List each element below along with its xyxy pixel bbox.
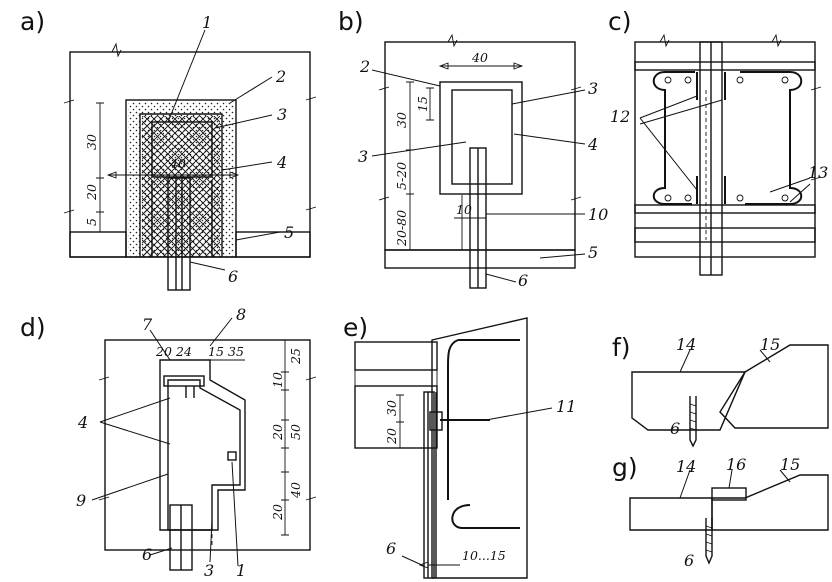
callout-e-11: 11 bbox=[556, 397, 576, 416]
dim-b-30: 30 bbox=[394, 112, 409, 128]
callout-a-4: 4 bbox=[276, 153, 287, 172]
callout-g-6: 6 bbox=[684, 551, 694, 570]
panel-b: b) 2 3 3 4 10 5 6 40 30 1 bbox=[338, 7, 608, 290]
panel-label-e: e) bbox=[343, 313, 368, 342]
dim-b-10: 10 bbox=[456, 202, 472, 217]
callout-g-14: 14 bbox=[676, 457, 696, 476]
callout-b-10: 10 bbox=[588, 205, 608, 224]
dim-d-20a: 20 bbox=[155, 344, 172, 359]
callout-f-15: 15 bbox=[760, 335, 780, 354]
callout-b-5: 5 bbox=[588, 243, 598, 262]
dim-a-5: 5 bbox=[84, 218, 99, 226]
dim-a-20: 20 bbox=[84, 184, 99, 201]
panel-g: g) 14 16 15 6 bbox=[612, 453, 829, 570]
dim-e-30: 30 bbox=[384, 400, 399, 416]
panel-a: a) 1 2 3 bbox=[20, 7, 317, 291]
panel-label-a: a) bbox=[20, 7, 45, 36]
dim-d-25: 25 bbox=[288, 348, 303, 365]
panel-d: d) 7 8 4 9 6 3 1 20 24 bbox=[20, 305, 317, 580]
dim-d-24: 24 bbox=[175, 344, 192, 359]
panel-c: c) 12 13 bbox=[608, 7, 828, 276]
callout-c-12: 12 bbox=[610, 107, 630, 126]
callout-b-3a: 3 bbox=[588, 79, 598, 98]
dim-d-15: 15 bbox=[208, 344, 224, 359]
dim-e-10-15: 10...15 bbox=[462, 548, 506, 563]
callout-g-15: 15 bbox=[780, 455, 800, 474]
dim-b-5-20: 5-20 bbox=[394, 162, 409, 190]
dim-b-15: 15 bbox=[415, 96, 430, 112]
callout-a-3: 3 bbox=[277, 105, 287, 124]
callout-a-5: 5 bbox=[284, 223, 294, 242]
callout-a-2: 2 bbox=[275, 67, 286, 86]
panel-label-c: c) bbox=[608, 7, 632, 36]
callout-c-13: 13 bbox=[808, 163, 828, 182]
dim-d-40: 40 bbox=[288, 482, 303, 499]
panel-label-d: d) bbox=[20, 313, 46, 342]
callout-b-4: 4 bbox=[587, 135, 598, 154]
callout-d-3: 3 bbox=[204, 561, 214, 580]
panel-label-b: b) bbox=[338, 7, 364, 36]
dim-b-20-80: 20-80 bbox=[394, 210, 409, 247]
callout-b-6: 6 bbox=[518, 271, 528, 290]
callout-d-1: 1 bbox=[236, 561, 246, 580]
callout-e-6: 6 bbox=[386, 539, 396, 558]
callout-f-6: 6 bbox=[670, 419, 680, 438]
dim-a-40: 40 bbox=[169, 156, 186, 171]
panel-label-f: f) bbox=[612, 333, 631, 362]
dim-d-20c: 20 bbox=[270, 504, 285, 521]
dim-d-35: 35 bbox=[228, 344, 244, 359]
panel-f: f) 14 15 6 bbox=[612, 333, 829, 448]
callout-b-3b: 3 bbox=[358, 147, 368, 166]
dim-e-20: 20 bbox=[384, 428, 399, 445]
dim-d-10: 10 bbox=[270, 372, 285, 388]
callout-a-6: 6 bbox=[228, 267, 238, 286]
callout-a-1: 1 bbox=[202, 13, 212, 32]
callout-g-16: 16 bbox=[726, 455, 746, 474]
dim-d-50: 50 bbox=[288, 424, 303, 440]
callout-d-9: 9 bbox=[76, 491, 86, 510]
callout-d-7: 7 bbox=[142, 315, 153, 334]
callout-d-8: 8 bbox=[236, 305, 246, 324]
dim-b-40: 40 bbox=[471, 50, 488, 65]
dim-d-20b: 20 bbox=[270, 424, 285, 441]
panel-e: e) 11 6 30 20 10...15 bbox=[343, 313, 576, 579]
dim-a-30: 30 bbox=[84, 134, 99, 150]
callout-f-14: 14 bbox=[676, 335, 696, 354]
panel-label-g: g) bbox=[612, 453, 638, 482]
callout-b-2: 2 bbox=[359, 57, 370, 76]
callout-d-6: 6 bbox=[142, 545, 152, 564]
callout-d-4: 4 bbox=[77, 413, 88, 432]
